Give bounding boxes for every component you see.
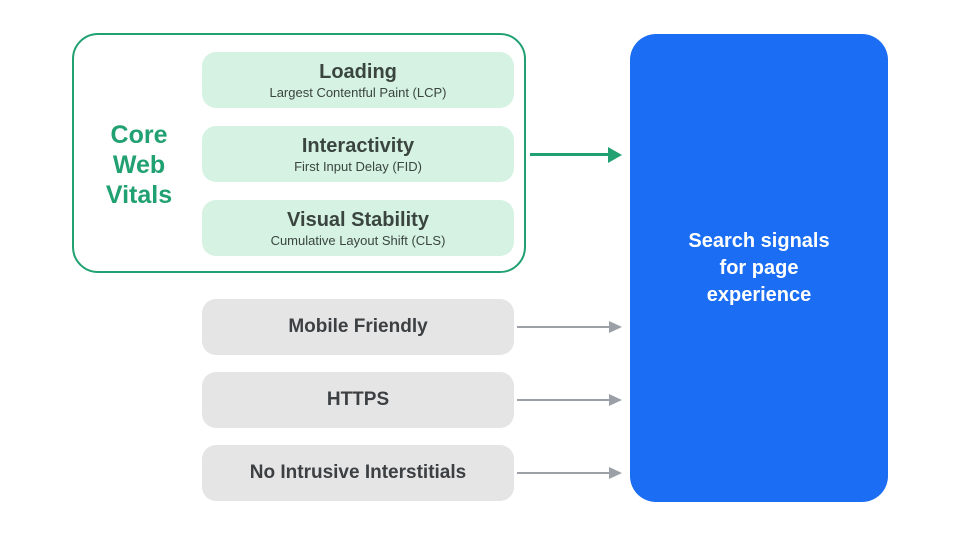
signal-card-visual-stability: Visual Stability Cumulative Layout Shift…: [202, 200, 514, 256]
signal-card-https: HTTPS: [202, 372, 514, 428]
core-web-vitals-label: Core Web Vitals: [82, 120, 196, 210]
signal-title: Loading: [319, 60, 397, 83]
arrow-https: [517, 399, 609, 401]
search-signals-label-line: Search signals: [688, 229, 830, 252]
arrow-no-intrusive-interstitials: [517, 472, 609, 474]
core-web-vitals-label-line: Vitals: [105, 181, 173, 209]
signal-card-loading: Loading Largest Contentful Paint (LCP): [202, 52, 514, 108]
signal-title: Interactivity: [301, 134, 415, 157]
signal-label: HTTPS: [326, 389, 390, 410]
search-signals-label-line: experience: [706, 283, 812, 306]
core-web-vitals-label-line: Web: [112, 151, 166, 179]
signal-card-mobile-friendly: Mobile Friendly: [202, 299, 514, 355]
arrow-core-web-vitals: [530, 153, 608, 156]
signal-card-no-intrusive-interstitials: No Intrusive Interstitials: [202, 445, 514, 501]
signal-subtitle: First Input Delay (FID): [294, 158, 422, 174]
search-signals-label: Search signals for page experience: [659, 228, 859, 309]
search-signals-label-line: for page: [719, 256, 799, 279]
search-signals-box: Search signals for page experience: [630, 34, 888, 502]
signal-subtitle: Cumulative Layout Shift (CLS): [270, 232, 446, 248]
core-web-vitals-label-line: Core: [110, 121, 168, 149]
signal-label: No Intrusive Interstitials: [249, 462, 467, 483]
signal-label: Mobile Friendly: [288, 316, 428, 337]
signal-subtitle: Largest Contentful Paint (LCP): [269, 84, 447, 100]
arrow-mobile-friendly: [517, 326, 609, 328]
signal-title: Visual Stability: [287, 208, 429, 231]
signal-card-interactivity: Interactivity First Input Delay (FID): [202, 126, 514, 182]
